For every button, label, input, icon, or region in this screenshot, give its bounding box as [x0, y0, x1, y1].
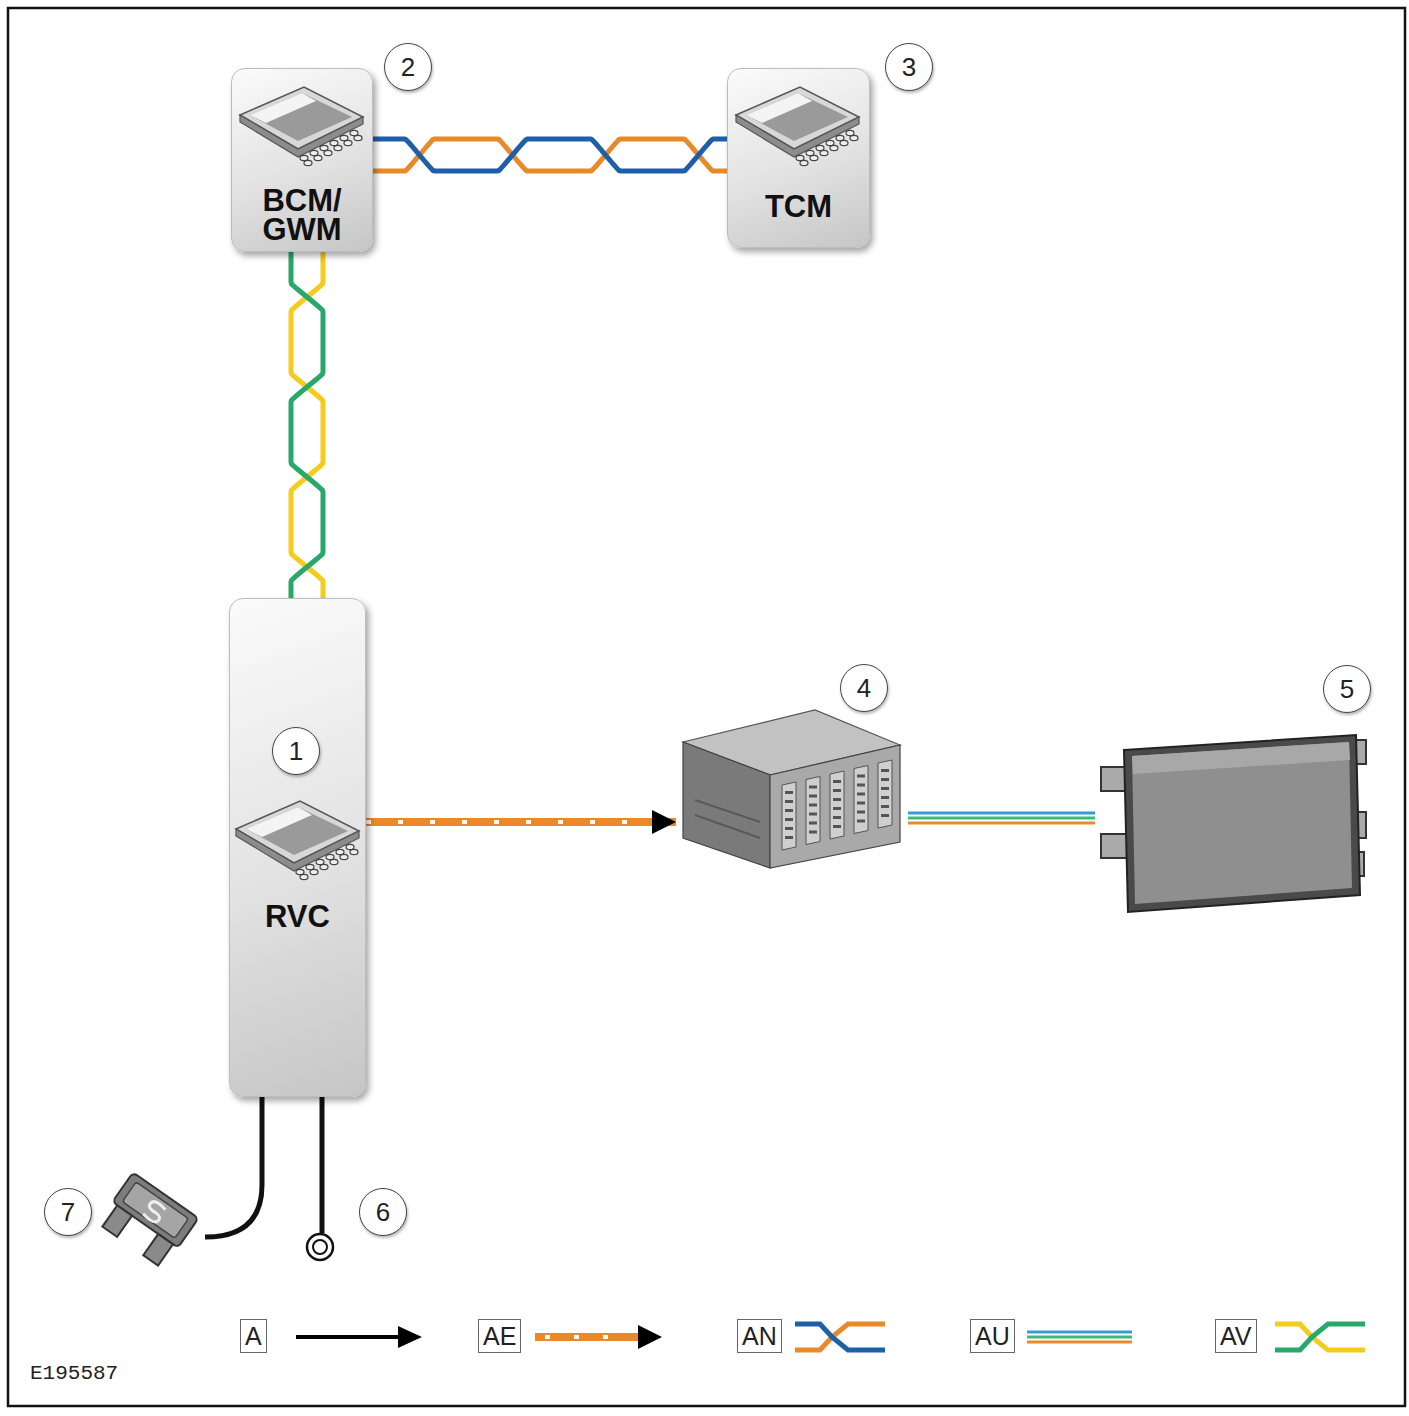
- module-name-text: TCM: [765, 193, 832, 222]
- module-name-text: BCM/ GWM: [262, 187, 341, 244]
- figure-number: E195587: [30, 1362, 118, 1385]
- module-illustration: 4: [676, 662, 908, 872]
- lvds-wire: [908, 816, 1095, 819]
- chip-icon: [232, 795, 364, 885]
- module-name: TCM: [728, 193, 869, 222]
- legend-sample: [1027, 1332, 1132, 1342]
- legend-sample: [296, 1326, 422, 1348]
- callout-number: 7: [44, 1188, 92, 1236]
- module-name: RVC: [230, 903, 365, 932]
- module-name: BCM/ GWM: [232, 187, 372, 244]
- callout-number: 3: [885, 43, 933, 91]
- callout-number: 1: [272, 727, 320, 775]
- legend-key: AU: [970, 1319, 1015, 1353]
- can-bus-pair: [373, 139, 727, 171]
- callout-number: 4: [840, 664, 888, 712]
- legend-key: A: [240, 1319, 267, 1353]
- video-wire: [366, 818, 676, 826]
- control-module-box: TCM: [727, 68, 870, 248]
- bus-wire: [373, 139, 727, 171]
- lvds-wire: [908, 821, 1095, 824]
- legend-key: AN: [737, 1319, 782, 1353]
- video-wire-dots: [366, 820, 650, 824]
- control-module-box: BCM/ GWM: [231, 68, 373, 252]
- lvds-wire: [908, 811, 1095, 814]
- can-bus-pair: [291, 252, 323, 598]
- bus-wire: [373, 139, 727, 171]
- legend-sample: [1275, 1324, 1365, 1350]
- chip-icon: [236, 81, 368, 171]
- display-illustration: 5: [1095, 662, 1375, 917]
- legend-samples: [296, 1324, 1365, 1350]
- lvds-link: [908, 813, 1095, 823]
- legend-key: AV: [1215, 1319, 1257, 1353]
- module-name-text: RVC: [265, 903, 330, 932]
- bus-wire: [291, 252, 323, 598]
- legend-key: AE: [478, 1319, 521, 1353]
- callout-number: 2: [384, 43, 432, 91]
- frame: [8, 8, 1405, 1406]
- legend-sample: [535, 1325, 662, 1349]
- ground-eyelet: [307, 1234, 333, 1260]
- ground-wire: [320, 1097, 325, 1233]
- chip-icon: [732, 81, 864, 171]
- control-module-box: RVC: [229, 598, 366, 1097]
- legend-sample: [795, 1324, 885, 1350]
- video-link: [366, 822, 676, 823]
- fuse-symbol: [97, 1172, 198, 1269]
- bus-wire: [291, 252, 323, 598]
- callout-number: 6: [359, 1188, 407, 1236]
- callout-number: 5: [1323, 665, 1371, 713]
- power-wire: [205, 1097, 262, 1237]
